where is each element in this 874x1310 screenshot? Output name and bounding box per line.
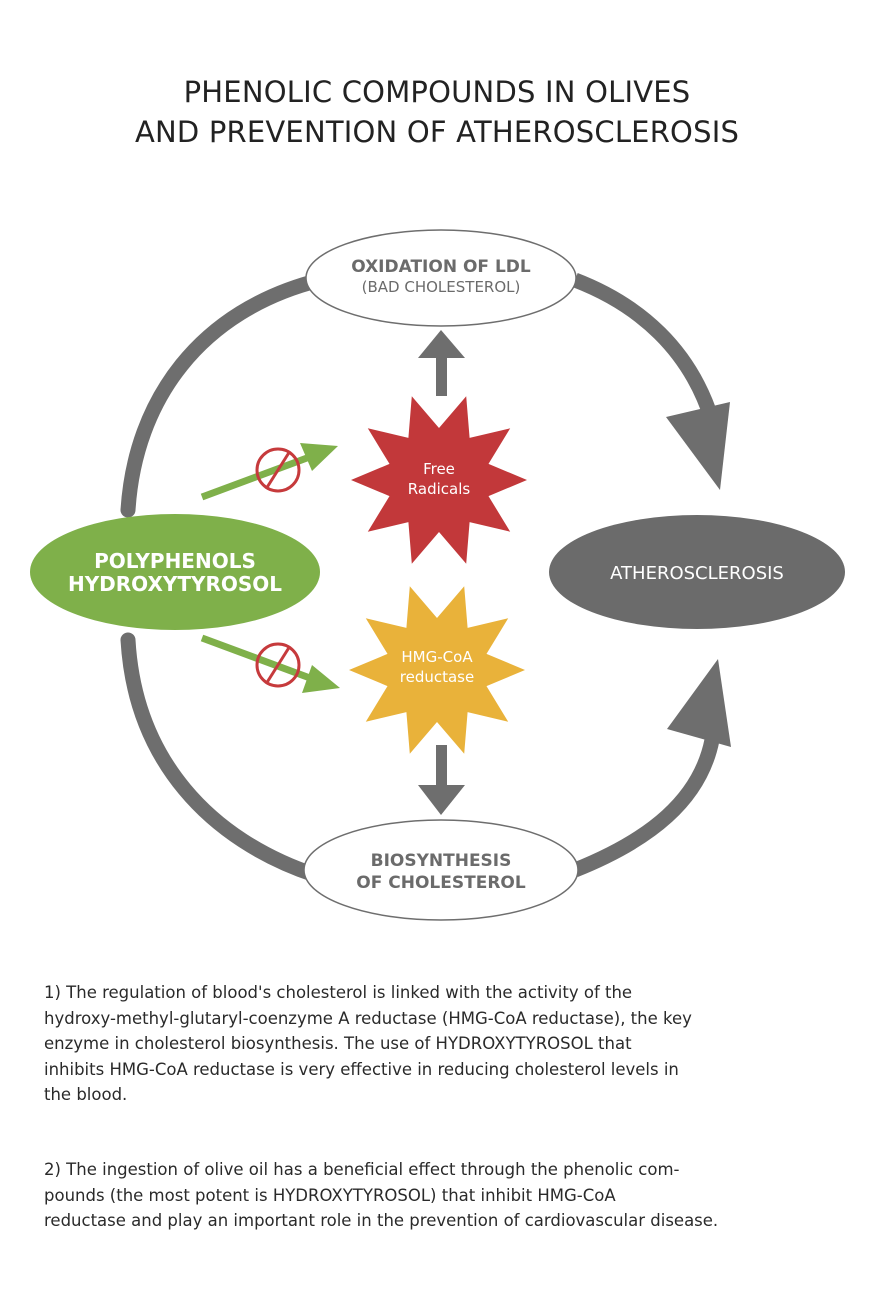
arc-bottom-right	[572, 738, 720, 877]
paragraph-2-line: reductase and play an important role in …	[44, 1211, 719, 1230]
paragraph-2-line: pounds (the most potent is HYDROXYTYROSO…	[44, 1185, 616, 1205]
starburst-red-icon	[351, 396, 527, 564]
node-biosynthesis: BIOSYNTHESIS OF CHOLESTEROL	[303, 819, 579, 921]
free-radicals-line-2: Radicals	[408, 480, 471, 498]
paragraph-1-line: 1) The regulation of blood's cholesterol…	[44, 983, 633, 1002]
biosynthesis-line-1: BIOSYNTHESIS	[371, 851, 512, 871]
paragraph-2: 2) The ingestion of olive oil has a bene…	[44, 1157, 844, 1234]
hmg-coa-line-1: HMG-CoA	[401, 648, 473, 666]
arc-bottom-left	[120, 632, 323, 883]
node-oxidation-ldl: OXIDATION OF LDL (BAD CHOLESTEROL)	[305, 229, 577, 327]
arrowhead-top-right	[666, 402, 730, 490]
oxidation-line-1: OXIDATION OF LDL	[351, 257, 531, 277]
paragraph-1-line: inhibits HMG-CoA reductase is very effec…	[44, 1059, 679, 1079]
prohibition-icon	[255, 447, 301, 493]
arrow-up-icon	[418, 330, 465, 396]
node-polyphenols: POLYPHENOLS HYDROXYTYROSOL	[30, 514, 320, 630]
title-line-1: PHENOLIC COMPOUNDS IN OLIVES	[183, 75, 691, 109]
node-free-radicals: Free Radicals	[351, 396, 527, 564]
prohibition-icon	[255, 642, 301, 688]
polyphenols-line-2: HYDROXYTYROSOL	[68, 572, 282, 596]
free-radicals-line-1: Free	[423, 460, 455, 478]
atherosclerosis-label: ATHEROSCLEROSIS	[610, 563, 784, 584]
node-hmg-coa-reductase: HMG-CoA reductase	[349, 586, 525, 754]
page-title: PHENOLIC COMPOUNDS IN OLIVES AND PREVENT…	[0, 72, 874, 152]
paragraph-1-line: enzyme in cholesterol biosynthesis. The …	[44, 1034, 632, 1053]
polyphenols-line-1: POLYPHENOLS	[94, 549, 256, 573]
starburst-yellow-icon	[349, 586, 525, 754]
arrowhead-bottom-right	[667, 659, 731, 747]
arc-top-left	[120, 272, 328, 518]
oxidation-line-2: (BAD CHOLESTEROL)	[362, 278, 521, 296]
paragraph-1-line: hydroxy-methyl-glutaryl-coenzyme A reduc…	[44, 1008, 692, 1028]
paragraph-1: 1) The regulation of blood's cholesterol…	[44, 980, 844, 1108]
paragraph-1-line: the blood.	[44, 1085, 128, 1104]
biosynthesis-line-2: OF CHOLESTEROL	[356, 873, 526, 893]
paragraph-2-line: 2) The ingestion of olive oil has a bene…	[44, 1160, 680, 1179]
arrow-down-icon	[418, 745, 465, 815]
title-line-2: AND PREVENTION OF ATHEROSCLEROSIS	[134, 115, 740, 149]
hmg-coa-line-2: reductase	[400, 668, 474, 686]
node-atherosclerosis: ATHEROSCLEROSIS	[549, 515, 845, 629]
arc-top-right	[572, 273, 720, 423]
